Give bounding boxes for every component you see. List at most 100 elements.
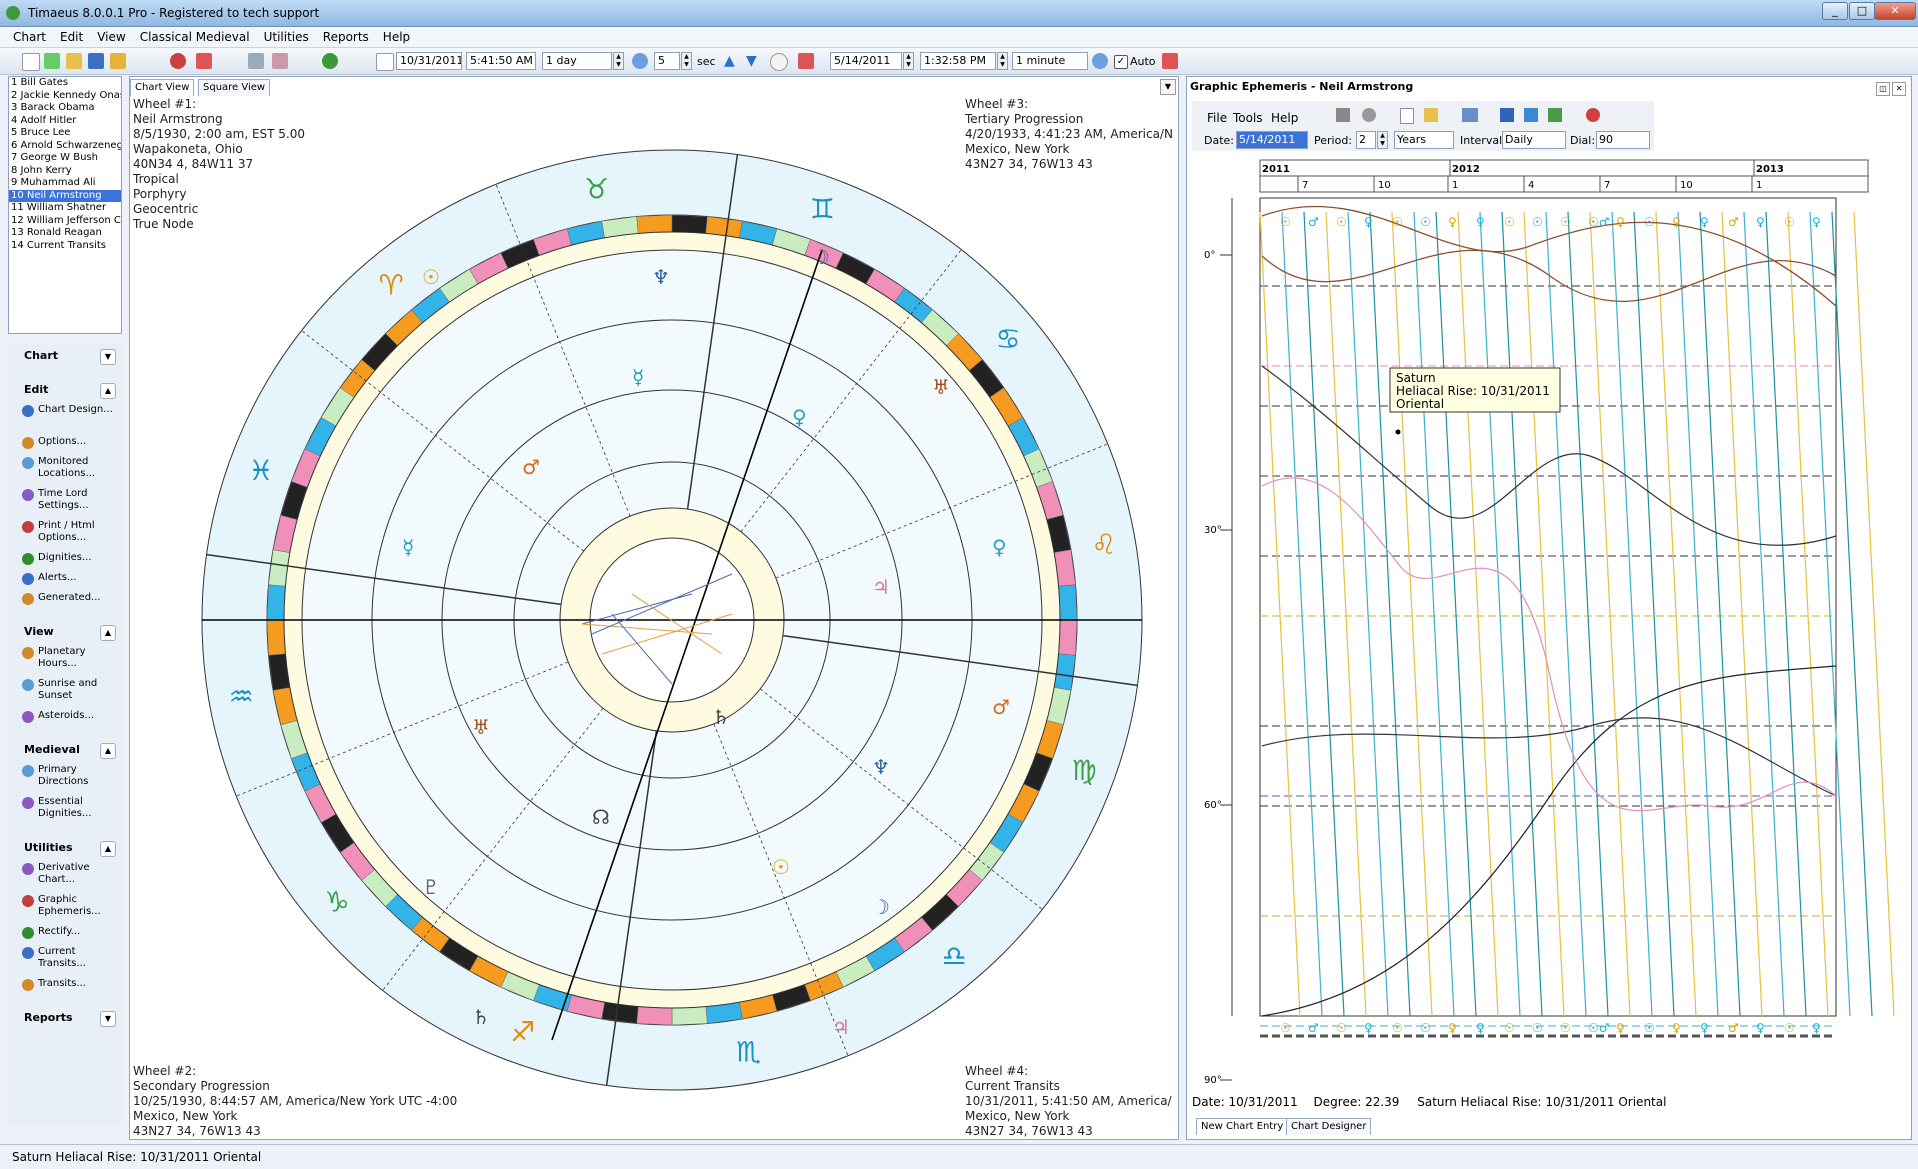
nav-section-utilities[interactable]: Utilities▲ [10,838,120,858]
close-panel-icon[interactable]: ✕ [1892,82,1906,96]
new-page-icon[interactable] [1400,108,1414,124]
chevron-up-icon[interactable]: ▲ [100,625,116,641]
nav-item[interactable]: Essential Dignities... [22,796,122,820]
menu-help[interactable]: Help [382,30,411,44]
save-icon[interactable] [88,53,104,69]
eph-menu-tools[interactable]: Tools [1233,111,1263,125]
nav-item[interactable]: Print / Html Options... [22,520,122,544]
clock-icon[interactable] [632,53,648,69]
period-field[interactable]: 2 [1356,131,1376,149]
nav-item[interactable]: Time Lord Settings... [22,488,122,512]
nav-section-chart[interactable]: Chart▼ [10,346,120,366]
nav-item[interactable]: Generated... [22,592,122,605]
maximize-button[interactable]: □ [1849,2,1875,20]
chart-list-item[interactable]: 2 Jackie Kennedy Onas [11,89,121,101]
chevron-down-icon[interactable]: ▼ [100,1011,116,1027]
chart-list-item[interactable]: 11 William Shatner [11,202,107,213]
eph-menu-file[interactable]: File [1207,111,1228,125]
print-icon[interactable] [1462,108,1478,122]
nav-item[interactable]: Dignities... [22,552,122,565]
print-preview-icon[interactable] [272,53,288,69]
chart-view-dropdown[interactable]: ▼ [1160,79,1176,95]
nav-item[interactable]: Rectify... [22,926,122,939]
folder-icon[interactable] [66,53,82,69]
time2-field[interactable]: 1:32:58 PM [920,52,996,70]
chart-list-item[interactable]: 10 Neil Armstrong [9,189,121,202]
eph-menu-help[interactable]: Help [1271,111,1299,125]
chart-wheel[interactable]: ☉☽☿♀♂♃♄♅♆♇☊☉☽☿♀♂♃♄♅♆♈♉♊♋♌♍♎♏♐♑♒♓ [172,94,1172,1146]
tab-new-chart-entry[interactable]: New Chart Entry [1196,1118,1289,1135]
ephemeris-date-field[interactable]: 5/14/2011 [1236,131,1308,149]
time1-field[interactable]: 5:41:50 AM [466,52,536,70]
stop-icon[interactable] [770,53,788,71]
chart-list-item[interactable]: 4 Adolf Hitler [11,114,77,126]
date2-spinner[interactable]: ▲▼ [903,52,914,70]
nav-section-edit[interactable]: Edit▲ [10,380,120,400]
clock2-icon[interactable] [1092,53,1108,69]
step2-select[interactable]: 1 minute [1012,52,1088,70]
nav-item[interactable]: Monitored Locations... [22,456,122,480]
nav-item[interactable]: Alerts... [22,572,122,585]
date1-field[interactable]: 10/31/2011 [396,52,462,70]
chart-list-item[interactable]: 13 Ronald Reagan [11,227,102,238]
step1-select[interactable]: 1 day [542,52,612,70]
chart-list-item[interactable]: 7 George W Bush [11,152,98,163]
tab-square-view[interactable]: Square View [198,79,271,96]
nav-section-medieval[interactable]: Medieval▲ [10,740,120,760]
new-chart-icon[interactable] [22,53,40,71]
nav-item[interactable]: Planetary Hours... [22,646,122,670]
step1-spinner[interactable]: ▲▼ [613,52,624,70]
nav-item[interactable]: Transits... [22,978,122,991]
save-all-icon[interactable] [110,53,126,69]
chevron-down-icon[interactable]: ▼ [100,349,116,365]
step-back-icon[interactable]: ▼ [746,53,757,69]
graph-icon[interactable] [1336,108,1350,122]
tab-chart-designer[interactable]: Chart Designer [1286,1118,1372,1135]
close-animation-icon[interactable] [798,53,814,69]
nav-item[interactable]: Graphic Ephemeris... [22,894,122,918]
chevron-up-icon[interactable]: ▲ [100,383,116,399]
count-field[interactable]: 5 [654,52,680,70]
export-icon[interactable] [1524,108,1538,122]
count-spinner[interactable]: ▲▼ [681,52,692,70]
close-transit-icon[interactable] [1162,53,1178,69]
help-lifebuoy-icon[interactable] [1586,108,1600,122]
tab-chart-view[interactable]: Chart View [130,79,195,96]
chart-list-item[interactable]: 1 Bill Gates [11,77,69,88]
date2-field[interactable]: 5/14/2011 [830,52,902,70]
dial-select[interactable]: 90 [1596,131,1650,149]
menu-classical-medieval[interactable]: Classical Medieval [139,30,250,44]
auto-checkbox[interactable]: ✓ [1114,55,1128,69]
nav-section-reports[interactable]: Reports▼ [10,1008,120,1028]
nav-item[interactable]: Current Transits... [22,946,122,970]
settings-icon[interactable] [1362,108,1376,122]
calendar-icon[interactable] [376,53,394,71]
period-unit-select[interactable]: Years [1394,131,1454,149]
nav-item[interactable]: Derivative Chart... [22,862,122,886]
chart-wheel-icon[interactable] [170,53,186,69]
minimize-button[interactable]: _ [1822,2,1848,20]
menu-reports[interactable]: Reports [322,30,369,44]
period-spinner[interactable]: ▲▼ [1377,131,1388,149]
open-folder-icon[interactable] [1424,108,1438,122]
grid-icon[interactable] [1548,108,1562,122]
menu-utilities[interactable]: Utilities [263,30,309,44]
chart-list-item[interactable]: 9 Muhammad Ali [11,177,96,188]
nav-item[interactable]: Sunrise and Sunset [22,678,122,702]
interval-select[interactable]: Daily [1502,131,1566,149]
nav-item[interactable]: Options... [22,436,122,449]
step-forward-icon[interactable]: ▲ [724,53,735,69]
save-icon[interactable] [1500,108,1514,122]
chart-list-item[interactable]: 6 Arnold Schwarzenegg [11,139,121,151]
pin-icon[interactable]: ◫ [1876,82,1890,96]
chevron-up-icon[interactable]: ▲ [100,743,116,759]
nav-item[interactable]: Primary Directions [22,764,122,788]
menu-view[interactable]: View [97,30,126,44]
print-icon[interactable] [248,53,264,69]
chevron-up-icon[interactable]: ▲ [100,841,116,857]
close-button[interactable]: ✕ [1874,2,1916,20]
nav-item[interactable]: Asteroids... [22,710,122,723]
chart-list-item[interactable]: 5 Bruce Lee [11,127,71,138]
menu-edit[interactable]: Edit [59,30,84,44]
